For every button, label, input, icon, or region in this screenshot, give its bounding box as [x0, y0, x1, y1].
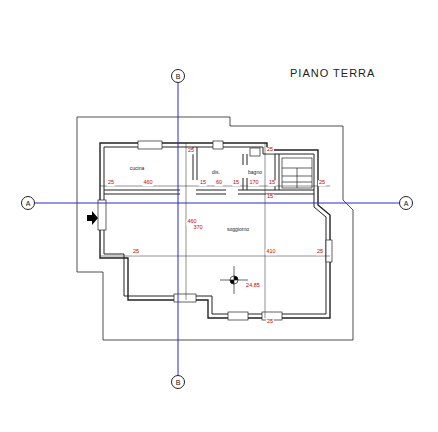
dimension-value: 25	[266, 147, 274, 153]
dimension-value: 25	[107, 180, 115, 186]
entrance-arrow	[87, 211, 98, 225]
dimension-value: 370	[192, 225, 203, 231]
dimension-value: 170	[248, 180, 259, 186]
section-letter: A	[26, 200, 31, 207]
plan-title: PIANO TERRA	[290, 68, 375, 79]
lot-outline	[77, 117, 353, 340]
dimension-value: 25	[132, 249, 140, 255]
dimension-line	[100, 256, 330, 257]
dimension-line	[265, 143, 266, 318]
section-marker: B	[171, 69, 185, 83]
section-line	[178, 83, 179, 375]
dimension-value: 60	[215, 180, 223, 186]
outer-wall	[100, 143, 330, 318]
stairs	[282, 158, 312, 188]
section-marker: A	[21, 196, 35, 210]
dimension-value: 25	[187, 148, 195, 154]
partition-walls	[104, 147, 314, 194]
dimension-value: 410	[265, 249, 276, 255]
elevation-mark	[220, 266, 248, 294]
room-name: dis.	[211, 170, 221, 175]
section-letter: B	[176, 379, 181, 386]
section-marker: A	[399, 196, 413, 210]
dimension-value: 15	[268, 180, 276, 186]
room-name: bagno	[247, 170, 263, 175]
dimension-value: 460	[186, 219, 197, 225]
section-marker: B	[171, 375, 185, 389]
section-line	[35, 203, 399, 204]
dimension-value: 15	[266, 194, 274, 200]
dimension-value: 25	[266, 319, 274, 325]
dimension-value: 25	[318, 180, 326, 186]
section-letter: B	[176, 73, 181, 80]
dimension-value: 15	[199, 180, 207, 186]
room-name: soggiorno	[226, 227, 250, 232]
inner-wall	[104, 147, 326, 314]
windows	[98, 141, 332, 320]
dimension-value: 25	[316, 249, 324, 255]
section-letter: A	[404, 200, 409, 207]
room-name: cucina	[129, 166, 145, 171]
dimension-value: 24,85	[245, 283, 261, 289]
dimension-value: 460	[142, 180, 153, 186]
dimension-value: 15	[232, 180, 240, 186]
